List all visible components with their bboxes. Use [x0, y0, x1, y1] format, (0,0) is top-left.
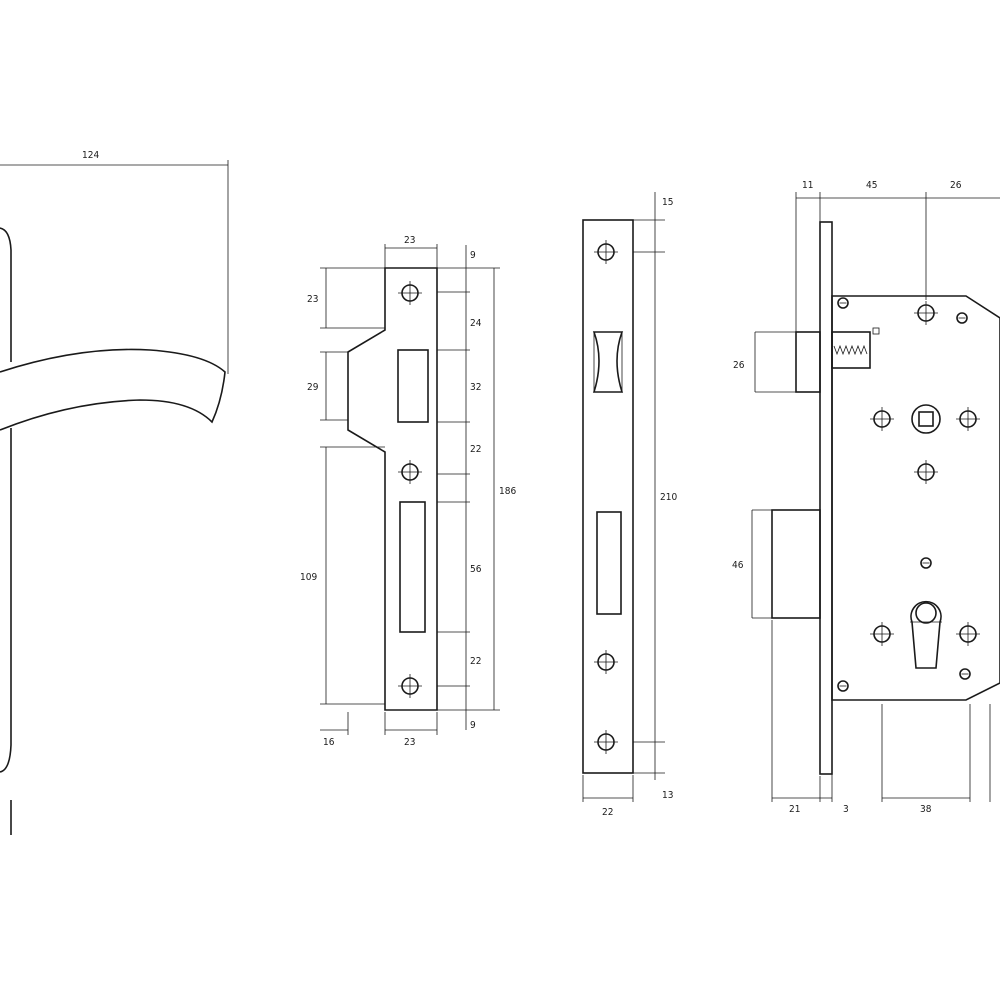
lock-deadbolt-height: 46	[732, 560, 744, 571]
strike-right-dim-6: 22	[470, 656, 481, 667]
strike-right-dim-3: 32	[470, 382, 481, 393]
strike-offset: 16	[323, 737, 335, 748]
strike-bottom-width: 23	[404, 737, 415, 748]
strike-right-dim-2: 24	[470, 318, 482, 329]
strike-total-height: 186	[499, 486, 516, 497]
lock-latch-height: 26	[733, 360, 745, 371]
strike-right-dim-5: 56	[470, 564, 482, 575]
lock-top-dim-1: 11	[802, 180, 813, 191]
faceplate-top: 15	[662, 197, 673, 208]
strike-right-dim-7: 9	[470, 720, 476, 731]
strike-left-dim-3: 109	[300, 572, 317, 583]
strike-right-dim-4: 22	[470, 444, 481, 455]
lock-bottom-dim-2: 3	[843, 804, 849, 815]
strike-left-dim-2: 29	[307, 382, 319, 393]
lever-handle: 124	[0, 150, 229, 835]
strike-top-width: 23	[404, 235, 415, 246]
faceplate-bottom: 13	[662, 790, 673, 801]
faceplate: 15 210 13 22	[582, 192, 677, 818]
strike-left-dim-1: 23	[307, 294, 318, 305]
lock-bottom-dim-3: 38	[920, 804, 932, 815]
handle-width-label: 124	[82, 150, 99, 161]
strike-right-dim-1: 9	[470, 250, 476, 261]
faceplate-height: 210	[660, 492, 677, 503]
faceplate-width: 22	[602, 807, 613, 818]
strike-plate: 23 23 29 109 16 23 9 24 32	[300, 235, 516, 748]
lock-bottom-dim-1: 21	[789, 804, 800, 815]
lock-top-dim-2: 45	[866, 180, 877, 191]
lock-body: 11 45 26 26 46 21 3 38	[732, 180, 1000, 815]
lock-top-dim-3: 26	[950, 180, 962, 191]
